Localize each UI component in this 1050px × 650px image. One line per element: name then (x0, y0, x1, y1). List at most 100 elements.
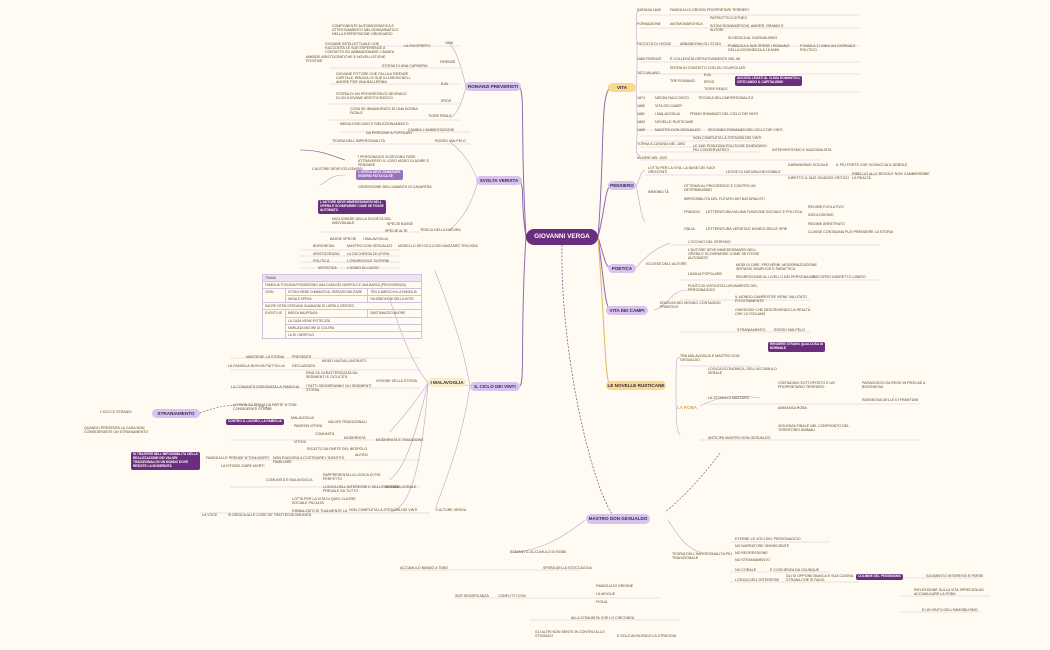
pensiero-francia-desc: LETTERATURA HA UNA FUNZIONE SOCIALE E PO… (706, 210, 803, 214)
mal-sfondo-callout: SI TRASFERÌ NELL'IMPOSSIBILITÀ DELLA REA… (131, 452, 200, 470)
vita-malavoglia: I MALAVOGLIA (655, 112, 680, 116)
svolta-scrittore-callout: L'AUTORE DEVE IMMEDESIMARSI NELL OPERA E… (318, 200, 386, 214)
pensiero-italia-label: ITALIA (684, 227, 695, 231)
vita-mastro: MASTRO DON GESUALDO (655, 128, 701, 132)
pensiero-progresso: IMPOSSIBILITÀ DEL FUTURO DEI NATURALISTI (684, 197, 765, 201)
topic-vita[interactable]: VITA (608, 83, 636, 92)
topic-romanzi-preveristi[interactable]: ROMANZI PREVERISTI (465, 82, 521, 91)
trama-row-1: FAMIGLIA TOSCANA POSSIEDONO UNA CASA DEL… (262, 281, 422, 290)
novelle-storia: LA STORIA DI MAZZARÒ (708, 396, 750, 400)
romanzi-storia-eros: STORIA DI UN PROGRESSIVO DEGRADO DI UN G… (336, 92, 407, 101)
trama-figli: TEN IL BARCO IN LA FAMIGLIA (367, 288, 422, 297)
topic-la-roba[interactable]: LA ROBA (677, 405, 697, 410)
ciclo-borghesia: BORGHESIA (313, 244, 335, 248)
pensiero-italia-desc: LETTERATURA VERISTA E MONDO DELLE SPIE (706, 227, 788, 231)
vita-1872: 1872 MILANO (637, 71, 660, 75)
mal-declassata: DECLASSATA (292, 364, 316, 368)
vita-pubblica: PUBBLICA A SUE SPESE I ROMANZI DELLA GIO… (728, 44, 790, 53)
mal-realta: REALTÀ CARATTERIZZATA DA SEDIMENTI E CIC… (306, 371, 358, 380)
mal-ricatto: RICATTO DA PARTE DEL NESPOLO (307, 447, 368, 451)
mastro-temi: CONFLITTI CON (498, 594, 526, 598)
topic-vita-dei-campi[interactable]: VITA DEI CAMPI (606, 306, 648, 315)
mastro-logica: LOGICA DELL'INTERESSE (735, 578, 780, 582)
romanzi-componente: COMPONENTE AUTOBIOGRAFICA E ATTEGGIAMENT… (332, 24, 399, 37)
mal-mantiene: MANTIENE LA STORIA (246, 355, 285, 359)
pensiero-lotta: LOTTA PER LA VITA, LA BASE DEI SUOI ORIZ… (648, 166, 715, 175)
campi-edizioni: EDIZIONI DEL MONDO CONTADINO PRIMITIVO (660, 301, 721, 310)
mal-alessi: ALESSI (355, 453, 368, 457)
topic-novelle-rusticane[interactable]: LE NOVELLE RUSTICANE (606, 381, 666, 390)
vita-sogni: SOGNI ROMANZESCHI, AMORE, GRANDI E AUTOR… (710, 24, 784, 33)
poetica-lingua: LINGUA POPOLARE (688, 272, 722, 276)
topic-mastro-don-gesualdo[interactable]: MASTRO DON GESUALDO (586, 514, 650, 524)
stran-ltoce: L'OCCI E STRANIS (100, 410, 132, 414)
trama-bastianazzo: BASTIANAZZO MUORE (367, 309, 422, 318)
vita-muore: MUORE NEL 1922 (637, 156, 668, 160)
poetica-occhio: L'OCCHIO DEL VERISMO (688, 240, 731, 244)
vita-fonda: FONDA A 17 ANNI UN GIORNALE POLITICO (800, 44, 856, 53)
malavoglia-trama-table: TRAMA FAMIGLIA TOSCANA POSSIEDONO UNA CA… (261, 273, 422, 339)
vita-tigre: TIGRE REALE (704, 87, 728, 91)
topic-i-malavoglia[interactable]: I MALAVOGLIA (428, 378, 466, 387)
topic-poetica[interactable]: POETICA (608, 264, 636, 273)
vita-1880: 1880 (637, 104, 645, 108)
mal-modernita: MODERNITÀ E TRADIZIONE (376, 438, 424, 442)
mastro-gli-altri: GLI ALTRI NON SENTE IN CONTRO ALLO STOMA… (535, 630, 605, 639)
stran-quando: QUANDO PRESENTA LA CASA NON CONSIDERANTE… (84, 426, 149, 435)
topic-pensiero[interactable]: PENSIERO (608, 181, 636, 190)
topic-svolta-verista[interactable]: SVOLTA VERISTA (476, 176, 522, 185)
campi-rosso: ROSSO MALPELO (774, 328, 805, 332)
mal-comunita-mal: COMUNITÀ E MALAVOGLIA (266, 478, 313, 482)
vita-antimonarchica: ANTIMONARCHICA (670, 22, 703, 26)
mal-rappresenta: RAPPRESENTA LA LOGICA DI PIÙ PERFETTO (323, 473, 381, 482)
ciclo-basse: BASSE SPECIE (330, 237, 357, 241)
vita-entra: ENTRA IN CONTATTO CON GLI SCAPIGLIATI (670, 66, 746, 70)
pensiero-regime2: REGIME ARRETRATO (808, 222, 845, 226)
topic-straniamento[interactable]: STRANIAMENTO (152, 409, 200, 418)
poetica-punto: PUNTO DI VISTA ESCLUSIVAMENTE DEL PERSON… (688, 284, 758, 293)
trama-crisi: CRISI (261, 288, 287, 304)
mastro-moglie: LA MOGLIE (596, 592, 616, 596)
campi-valori: IL MONDO CAMPESTRE VIENE VALUTATO POSITI… (735, 295, 807, 304)
ciclo-onorevole: L'ONOREVOLE SCIPIONI (347, 259, 390, 263)
mal-non-comp: NON COMPLETA LA STESURA DEI VINTI (349, 508, 418, 512)
pensiero-diretto: DIRETTO IL SUO GIUDIZIO CRITICO (788, 176, 850, 180)
pensiero-classe: CLASSE CONTADINA PUÒ PRENDERE LA STORIA (808, 230, 894, 234)
svolta-teoria: TEORIA DELL'IMPERSONALITÀ (332, 139, 386, 143)
mal-malavoglia2: MALAVOGLIA (291, 416, 314, 420)
mal-la-lunga: LA N'TONIS ZIARE MORTI (221, 464, 265, 468)
vita-eva: EVA (704, 73, 711, 77)
svolta-da-persone: DA PERSONE A POPOLARI (366, 131, 412, 135)
campi-diversi-callout: RENDERE STRANO QUALCOSA DI NORMALE (768, 342, 826, 352)
vita-completa: NON COMPLETA LA STESURA DEI VINTI (693, 136, 762, 140)
trama-sacre: SACRE VITEN CERCANO GUADAGNI DI LUPINI A… (262, 302, 422, 311)
trama-maruzza: MARUZZA MUORE DI COLERA (285, 323, 422, 332)
mal-moderna: MODERNITÀ (344, 436, 366, 440)
mastro-accumulo: ACCUMULO BANDO A TEBO (400, 566, 449, 570)
romanzi-firenze: FIRENZE (440, 60, 456, 64)
ciclo-artistica: ARTISTICA (318, 266, 337, 270)
mal-contro-callout: CONTRO IL LAVORO, LA FAMIGLIA (226, 419, 284, 425)
vita-eros: EROS (704, 80, 715, 84)
vita-posizioni: LE SUE POSIZIONI POLITICHE DIVENTANO PIÙ… (693, 144, 767, 153)
svolta-media: MEDIA DIVELAVO E RIELEZIONAMENTO (340, 122, 409, 126)
topic-ciclo-dei-vinti[interactable]: IL CICLO DEI VINTI (470, 382, 520, 391)
romanzi-la-ricoperto: LA RICOPERTO (404, 44, 431, 48)
vita-1865: 1865 FIRENZE (637, 57, 662, 61)
mal-padron: PADRON N'TONI (294, 424, 322, 428)
mastro-eterna: ETERNE LE VOCI DEL PERSONAGGIO (735, 537, 801, 541)
vita-nedda: NEDDA RACCONTO (655, 96, 689, 100)
mal-culture: CULTURE VERGA (436, 508, 467, 512)
novelle-violenza: VIOLENZA FINALE NEL CONFRONTO DEL TERRIT… (778, 424, 850, 433)
pensiero-regime: REGIME EVOLUTIVO (808, 205, 844, 209)
campi-realta: CHIEDONO CHE DESCRIVENDO LA REALTÀ CHE L… (735, 308, 811, 317)
mastro-no-regressione: NO REGRESSIONE (735, 551, 768, 555)
vita-formazione: FORMAZIONE (637, 22, 661, 26)
mal-rimbalzo: RIMBALZATO DI TUALMENTE LA COMUNITÀ (292, 509, 348, 518)
novelle-logica: LOGICA ECONOMICA, DELL'ACCUMULO SERALE (708, 367, 777, 376)
central-topic[interactable]: GIOVANNI VERGA (526, 229, 598, 245)
romanzi-cosa: COSA SE INNAMORATO DI UNA DONNA FATALE (350, 107, 418, 116)
novelle-anticipa: ANTICIPA MASTRO DON GESUALDO (708, 436, 771, 440)
vita-famiglia: FAMIGLIA DI GROSSI PROPRIETARI TERRIERI (670, 8, 749, 12)
